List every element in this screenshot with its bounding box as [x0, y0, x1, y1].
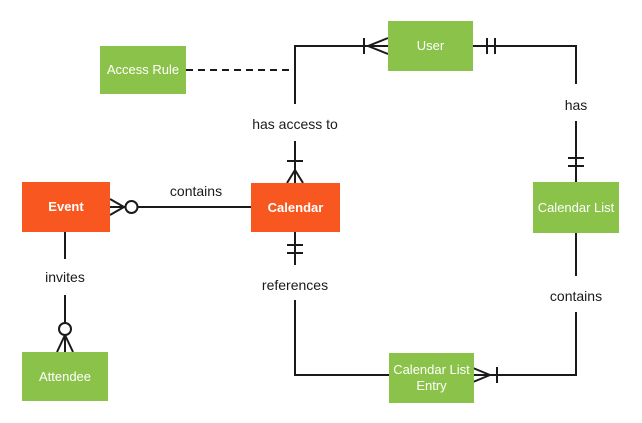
crow-foot-many-icon [472, 367, 491, 383]
exactly-one-double-bar-icon [287, 244, 303, 254]
relationship-has-access-to-line [286, 37, 389, 184]
exactly-one-double-bar-icon [486, 38, 496, 54]
crow-foot-many-icon [109, 198, 126, 216]
entity-access-rule-label: Access Rule [106, 62, 180, 77]
relationship-label-has: has [564, 97, 588, 113]
crow-foot-many-icon [56, 334, 74, 353]
relationship-invites-line [56, 232, 74, 353]
crow-foot-many-icon [367, 37, 389, 55]
zero-cardinality-circle-icon [124, 200, 139, 214]
entity-calendar-label: Calendar [267, 199, 324, 215]
relationship-label-contains-event: contains [169, 183, 223, 199]
crow-foot-many-icon [286, 169, 304, 184]
entity-calendar[interactable]: Calendar [251, 183, 340, 232]
entity-event-label: Event [48, 199, 84, 214]
entity-attendee-label: Attendee [38, 368, 92, 384]
entity-attendee[interactable]: Attendee [22, 352, 108, 401]
references-connector [294, 232, 389, 376]
relationship-references-line [287, 232, 389, 376]
entity-calendar-list-entry[interactable]: Calendar List Entry [389, 353, 474, 403]
entity-user-label: User [416, 38, 445, 53]
entity-calendar-list-label: Calendar List [537, 199, 615, 215]
has-access-to-connector-upper [294, 45, 368, 104]
relationship-label-references: references [261, 277, 329, 293]
entity-calendar-list-entry-label: Calendar List Entry [393, 362, 470, 393]
entity-access-rule[interactable]: Access Rule [100, 46, 186, 94]
has-connector-upper [473, 45, 577, 84]
entity-user[interactable]: User [388, 21, 473, 71]
relationship-contains-entry-line [472, 233, 577, 383]
exactly-one-double-bar-icon [568, 157, 584, 167]
zero-cardinality-circle-icon [58, 322, 72, 336]
relationship-label-has-access-to: has access to [252, 116, 338, 132]
relationship-contains-event-line [109, 198, 252, 216]
contains-entry-connector [490, 233, 577, 376]
entity-calendar-list[interactable]: Calendar List [533, 182, 619, 233]
relationship-has-line [473, 38, 584, 182]
entity-event[interactable]: Event [22, 182, 110, 232]
relationship-label-contains-entry: contains [549, 288, 603, 304]
relationship-label-invites: invites [45, 269, 85, 285]
